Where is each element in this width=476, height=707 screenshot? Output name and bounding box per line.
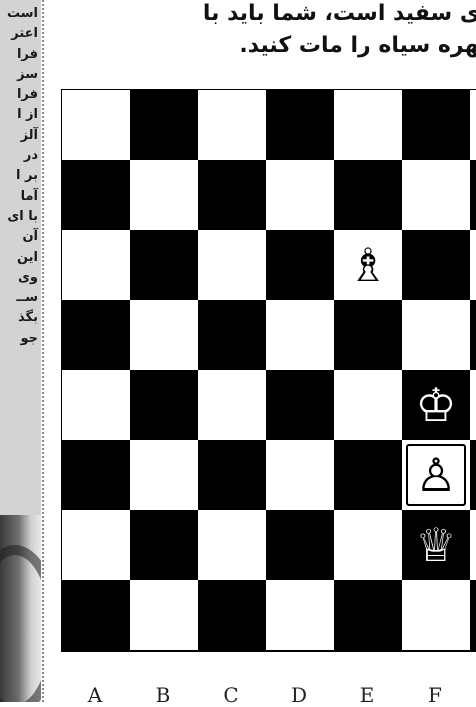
chess-board[interactable]: ♗♔♙♕ [61,89,476,652]
article-text-line: در [0,146,38,166]
column-divider [42,0,44,702]
board-square[interactable] [402,90,470,160]
board-square[interactable] [470,440,476,510]
board-square[interactable] [130,230,198,300]
board-square[interactable] [130,160,198,230]
board-square[interactable] [402,160,470,230]
board-square[interactable] [62,230,130,300]
puzzle-heading: مهره های سفید است، شما باید با حرکت مهره… [60,0,476,80]
board-square[interactable] [198,300,266,370]
board-square[interactable] [62,370,130,440]
board-square[interactable] [334,90,402,160]
board-square[interactable] [266,300,334,370]
article-photo [0,515,41,702]
article-text-line: این [0,248,38,268]
board-square[interactable] [334,160,402,230]
board-square[interactable] [130,300,198,370]
file-label-a: A [61,683,129,707]
board-square[interactable] [266,90,334,160]
board-square[interactable] [130,440,198,510]
board-square[interactable] [62,160,130,230]
board-square[interactable] [198,440,266,510]
article-text-line: بگذ [0,308,38,328]
article-text-line: آما [0,187,38,207]
board-square[interactable] [130,90,198,160]
board-square[interactable] [62,90,130,160]
board-square[interactable] [130,370,198,440]
board-square[interactable] [266,160,334,230]
white-king-icon[interactable]: ♔ [402,370,470,440]
white-pawn-icon[interactable]: ♙ [402,440,470,510]
board-square[interactable] [334,300,402,370]
board-square[interactable] [198,160,266,230]
board-square[interactable] [266,370,334,440]
board-square[interactable] [402,230,470,300]
board-square[interactable] [198,230,266,300]
board-square[interactable] [266,510,334,580]
board-square[interactable] [62,440,130,510]
heading-line-2: حرکت مهره سیاه را مات کنید. [66,30,476,62]
article-text-line: سز [0,65,38,85]
article-text-line: است [0,4,38,24]
board-square[interactable] [470,230,476,300]
article-text-line: فرا [0,45,38,65]
board-square[interactable] [130,580,198,650]
white-queen-icon[interactable]: ♕ [402,510,470,580]
board-square[interactable] [470,300,476,370]
article-text-line: از ا [0,105,38,125]
article-text-line: جو [0,329,38,349]
article-text-line: آن [0,227,38,247]
board-square[interactable] [62,510,130,580]
file-label-d: D [265,683,333,707]
board-square[interactable] [62,300,130,370]
board-square[interactable] [198,510,266,580]
board-square[interactable] [198,580,266,650]
board-square[interactable] [334,580,402,650]
board-square[interactable] [130,510,198,580]
file-label-e: E [333,683,401,707]
article-text-line: بر ا [0,166,38,186]
board-square[interactable] [62,580,130,650]
file-label-c: C [197,683,265,707]
article-text-line: فرا [0,85,38,105]
board-square[interactable] [334,510,402,580]
board-square[interactable] [266,230,334,300]
board-square[interactable] [470,580,476,650]
board-square[interactable] [470,370,476,440]
article-text-line: آلز [0,126,38,146]
board-square[interactable] [470,90,476,160]
board-square[interactable] [470,160,476,230]
board-square[interactable] [402,300,470,370]
board-square[interactable] [402,580,470,650]
article-text-line: با ای [0,207,38,227]
white-bishop-icon[interactable]: ♗ [334,230,402,300]
board-square[interactable] [334,440,402,510]
heading-line-1: مهره های سفید است، شما باید با [66,0,476,30]
file-label-b: B [129,683,197,707]
board-square[interactable] [198,90,266,160]
board-square[interactable] [470,510,476,580]
board-square[interactable] [198,370,266,440]
article-text-line: ســ [0,288,38,308]
board-square[interactable] [334,370,402,440]
file-label-f: F [401,683,469,707]
board-square[interactable] [266,580,334,650]
board-square[interactable] [266,440,334,510]
article-text-line: اعتر [0,24,38,44]
article-text-line: وی [0,268,38,288]
